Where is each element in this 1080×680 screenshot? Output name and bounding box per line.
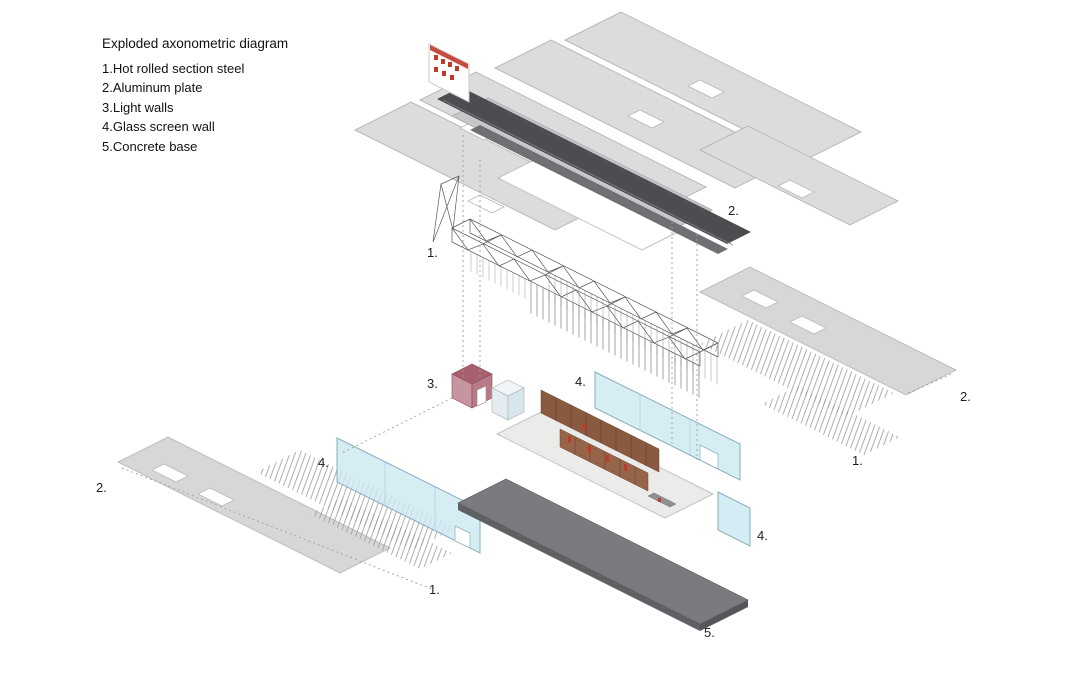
construction-dashed-lines: [121, 135, 953, 591]
concrete-base: [457, 478, 749, 631]
callout-truss: 1.: [427, 245, 438, 260]
glass-door-panel: [717, 491, 751, 547]
people-figures: [568, 424, 627, 471]
legend-title: Exploded axonometric diagram: [102, 36, 289, 51]
callout-light-wall: 3.: [427, 376, 438, 391]
legend-item-steel: 1.Hot rolled section steel: [102, 60, 245, 76]
bench-element: [647, 492, 677, 508]
left-steel-fins-hatch: [256, 450, 456, 569]
signage-panel: [428, 43, 470, 103]
legend: Exploded axonometric diagram 1.Hot rolle…: [102, 34, 288, 157]
legend-item-aluminum: 2.Aluminum plate: [102, 80, 203, 96]
callout-left-steel: 1.: [429, 582, 440, 597]
callout-glass-upper: 4.: [575, 374, 586, 389]
legend-item-lightwalls: 3.Light walls: [102, 99, 174, 115]
glass-wall-upper: [594, 371, 741, 481]
callout-glass-door: 4.: [757, 528, 768, 543]
right-steel-fins-hatch: [700, 320, 900, 455]
right-aluminum-plate-group: [698, 266, 958, 396]
callout-glass-left: 4.: [318, 455, 329, 470]
building-strip-group: [495, 389, 715, 519]
callout-roof-plate: 2.: [728, 203, 739, 218]
legend-item-glass: 4.Glass screen wall: [102, 119, 215, 135]
callout-base: 5.: [704, 625, 715, 640]
glass-wall-left: [336, 437, 481, 554]
legend-item-concrete: 5.Concrete base: [102, 138, 198, 154]
roof-dark-strip: [437, 87, 751, 254]
entrance-vestibule-box: [491, 379, 525, 421]
steel-truss-group: [432, 175, 719, 398]
callout-right-plate: 2.: [960, 389, 971, 404]
callout-right-steel: 1.: [852, 453, 863, 468]
light-wall-box: [451, 363, 493, 409]
light-wall-door: [476, 385, 487, 407]
callout-left-plate: 2.: [96, 480, 107, 495]
